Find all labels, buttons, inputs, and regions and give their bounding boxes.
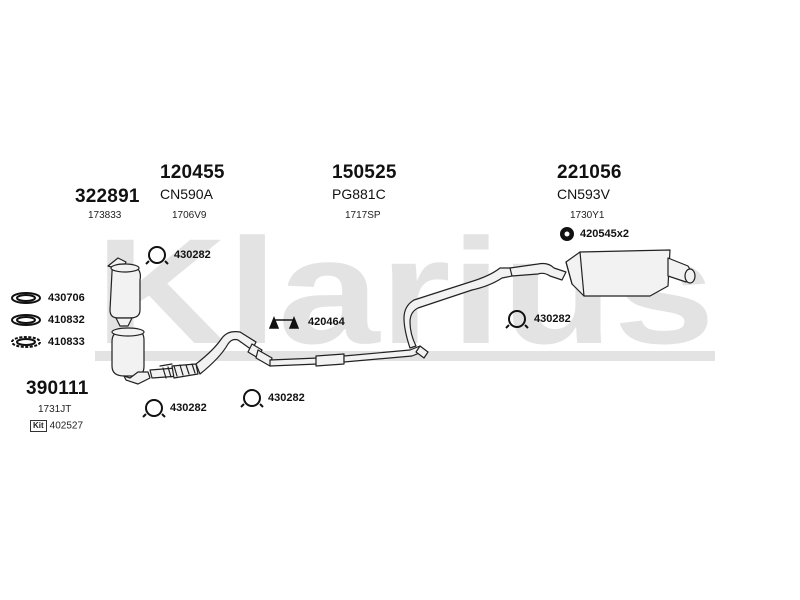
oem-code-middle: PG881C — [332, 186, 386, 202]
gasket-ref-3: 410833 — [48, 336, 85, 348]
gasket-ref-2: 410832 — [48, 314, 85, 326]
part-ref-dpf: 1731JT — [38, 404, 72, 415]
part-ref-rear: 1730Y1 — [570, 210, 605, 221]
part-number-middle: 150525 — [332, 162, 397, 183]
clamp-icon — [240, 389, 264, 408]
kit-badge: Kit — [30, 420, 47, 432]
clamp-icon — [142, 399, 166, 418]
front-pipe-drawing — [159, 331, 273, 379]
mount-icon — [268, 315, 300, 329]
clamp-icon — [505, 310, 529, 329]
clamp-ref-front-top: 430282 — [174, 249, 211, 261]
part-number-front-pipe: 120455 — [160, 162, 225, 183]
clamp-ref-bottom-1: 430282 — [170, 402, 207, 414]
oem-code-rear: CN593V — [557, 186, 610, 202]
part-number-catalyst: 322891 — [75, 186, 140, 207]
mount-icon — [560, 227, 574, 241]
part-number-dpf: 390111 — [26, 378, 89, 399]
kit-number: 402527 — [49, 420, 84, 432]
gasket-icon — [11, 292, 41, 304]
part-ref-front-pipe: 1706V9 — [172, 210, 207, 221]
part-number-rear: 221056 — [557, 162, 622, 183]
clamp-icon — [145, 246, 169, 265]
catalytic-converter-drawing — [107, 257, 141, 327]
gasket-ref-1: 430706 — [48, 292, 85, 304]
part-ref-catalyst: 173833 — [88, 210, 122, 221]
clamp-ref-middle-rear: 430282 — [534, 313, 571, 325]
mount-ref-middle: 420464 — [308, 316, 345, 328]
clamp-ref-bottom-2: 430282 — [268, 392, 305, 404]
middle-section-drawing — [269, 267, 513, 367]
mount-ref-rear: 420545x2 — [580, 228, 629, 240]
gasket-icon — [11, 336, 41, 348]
rear-silencer-drawing — [509, 249, 696, 297]
part-ref-middle: 1717SP — [345, 210, 381, 221]
gasket-icon — [11, 314, 41, 326]
dpf-drawing — [111, 327, 181, 385]
oem-code-front-pipe: CN590A — [160, 186, 213, 202]
